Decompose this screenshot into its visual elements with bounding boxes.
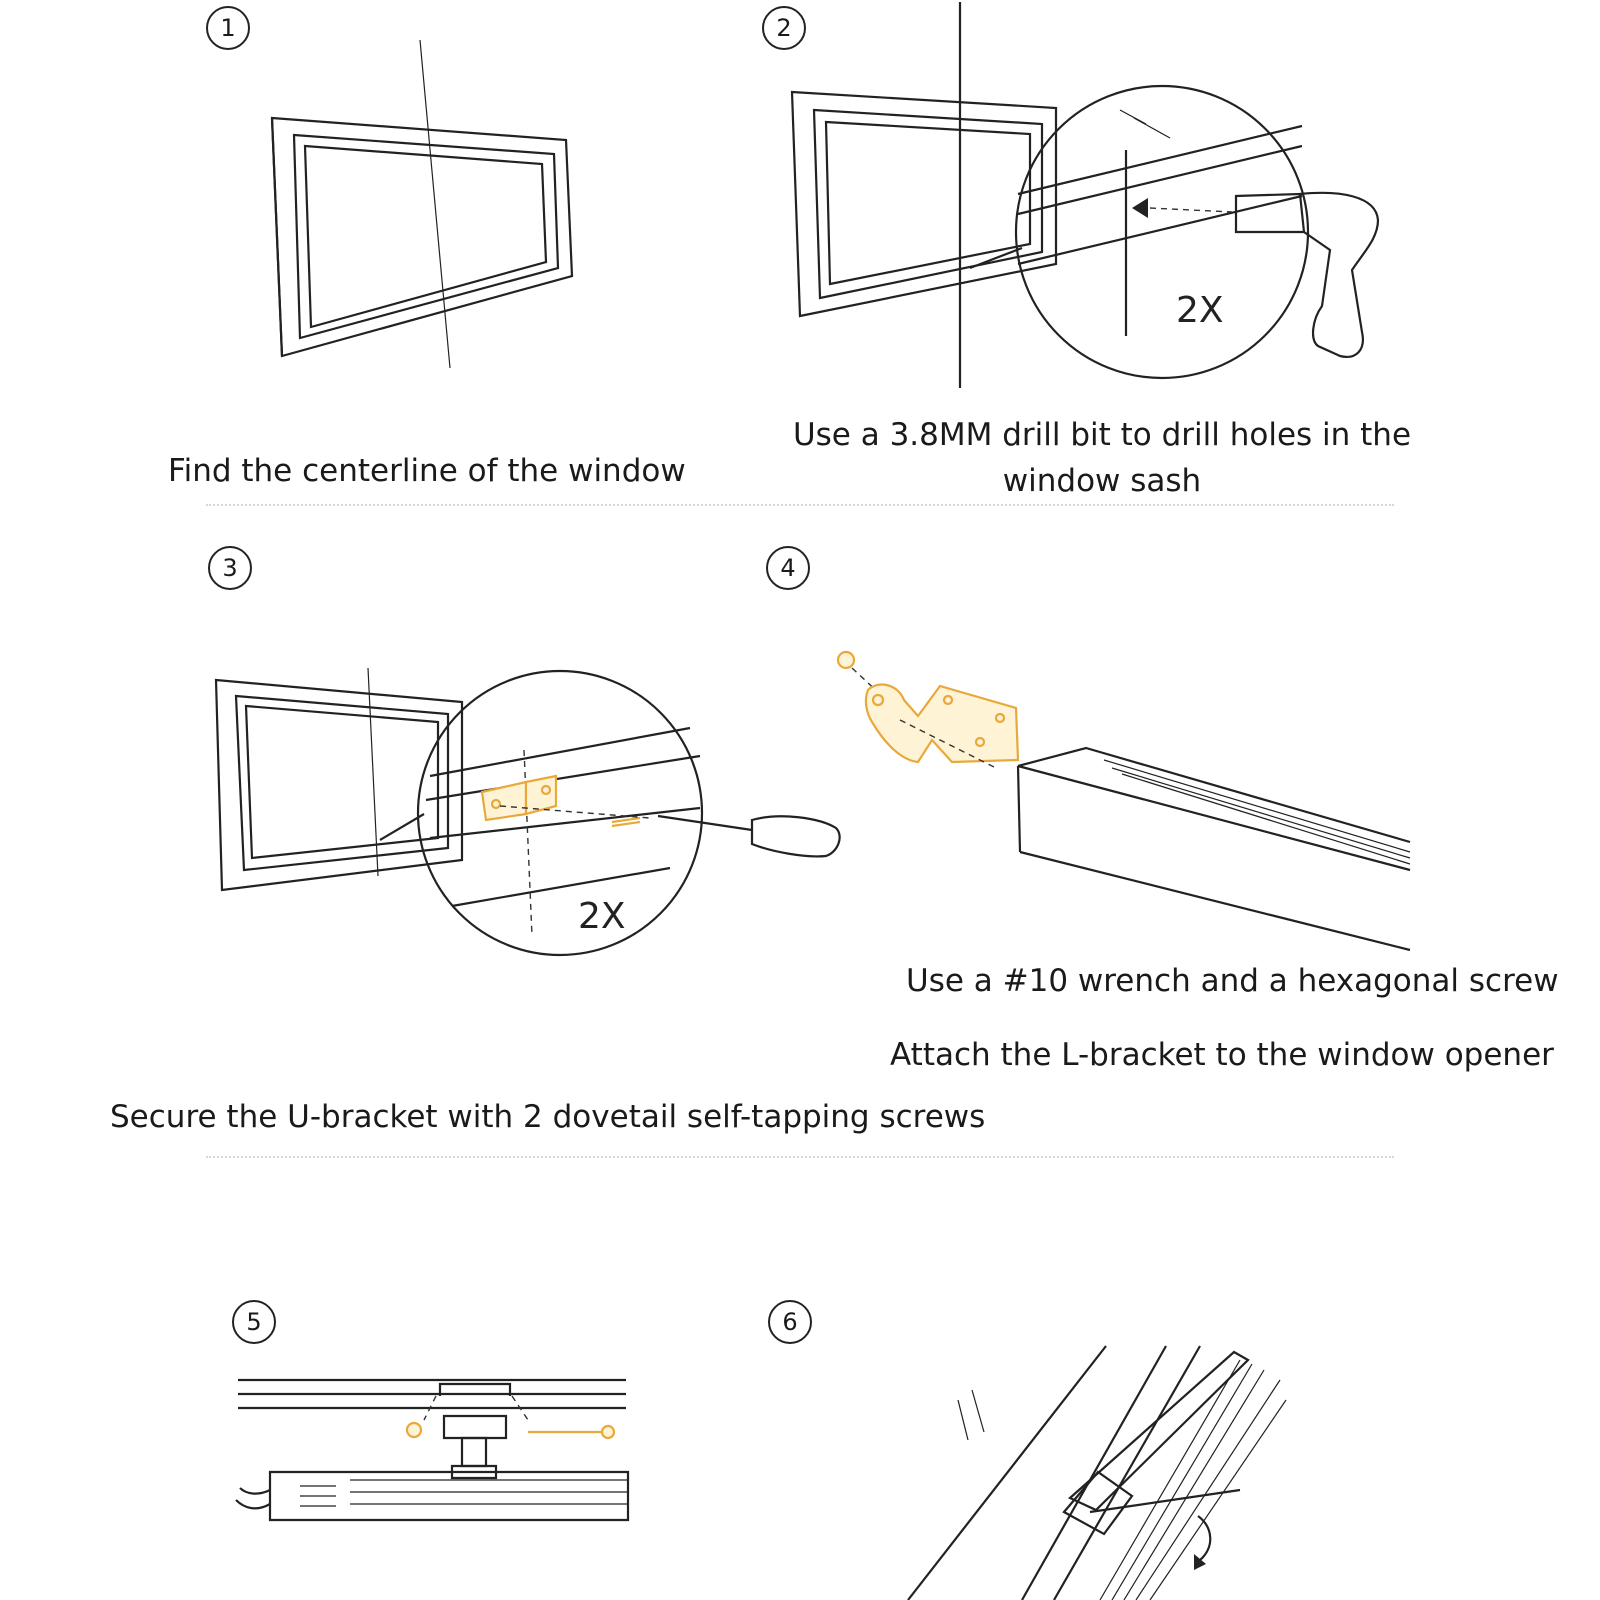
step-3-screwdriver-illustration: 2X bbox=[214, 667, 841, 957]
step-1-number: 1 bbox=[206, 6, 250, 50]
section-divider bbox=[206, 1156, 1394, 1158]
step-4-bracket-illustration bbox=[836, 650, 1411, 952]
step-4-caption-line-2: Attach the L-bracket to the window opene… bbox=[890, 1037, 1554, 1073]
step-6-installed-illustration bbox=[907, 1345, 1287, 1600]
step-1-caption: Find the centerline of the window bbox=[168, 453, 686, 489]
step-2-multiplier: 2X bbox=[1176, 290, 1224, 331]
magnifier-circle bbox=[1014, 84, 1310, 380]
step-2-caption-line-2: window sash bbox=[1002, 463, 1202, 499]
step-4-number: 4 bbox=[766, 546, 810, 590]
step-3-multiplier: 2X bbox=[578, 896, 626, 937]
step-4-caption-line-1: Use a #10 wrench and a hexagonal screw bbox=[906, 963, 1559, 999]
magnifier-circle bbox=[416, 669, 704, 957]
step-2-drill-illustration: 2X bbox=[790, 2, 1380, 388]
step-1-window-illustration bbox=[270, 39, 574, 369]
section-divider bbox=[206, 504, 1394, 506]
centerline bbox=[419, 39, 451, 369]
step-6-number: 6 bbox=[768, 1300, 812, 1344]
step-3-number: 3 bbox=[208, 546, 252, 590]
step-2-number: 2 bbox=[762, 6, 806, 50]
step-2-caption-line-1: Use a 3.8MM drill bit to drill holes in … bbox=[792, 417, 1412, 453]
step-5-number: 5 bbox=[232, 1300, 276, 1344]
step-3-caption: Secure the U-bracket with 2 dovetail sel… bbox=[110, 1099, 986, 1135]
step-5-mount-illustration bbox=[235, 1378, 630, 1522]
